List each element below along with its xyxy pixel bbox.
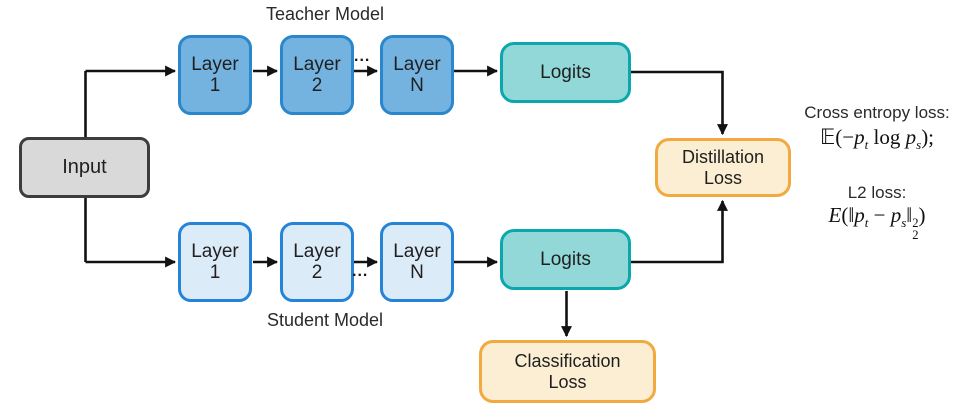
student-layer-n-word: Layer <box>393 240 441 262</box>
formula-text: − <box>868 203 891 227</box>
teacher-layer-2-num: 2 <box>311 75 323 96</box>
formula-sup: 2 <box>912 215 919 230</box>
distillation-loss-node: Distillation Loss <box>655 138 791 197</box>
formula-text: ( <box>841 203 849 227</box>
formula-sub: s <box>916 137 922 153</box>
teacher-model-label: Teacher Model <box>265 4 385 24</box>
formula-text: (− <box>835 125 855 149</box>
formula-text: E <box>828 203 842 227</box>
student-logits-label: Logits <box>540 248 591 270</box>
input-node: Input <box>19 137 150 198</box>
teacher-layer-n: Layer N <box>380 35 454 115</box>
formula-sub: 2 <box>912 228 919 243</box>
teacher-logits-label: Logits <box>540 61 591 83</box>
norm-bars: ‖ <box>906 203 913 227</box>
teacher-layer-n-num: N <box>410 75 424 96</box>
teacher-layer-2: Layer 2 <box>280 35 354 115</box>
teacher-ellipsis: ... <box>354 48 371 65</box>
l2-loss-label: L2 loss: <box>847 183 907 202</box>
norm-bars: ‖ <box>848 203 855 227</box>
student-layer-2: Layer 2 <box>280 222 354 302</box>
distillation-loss-word2: Loss <box>703 167 743 188</box>
arrow-student-logits-to-distillation <box>631 199 728 264</box>
teacher-logits-node: Logits <box>500 42 631 103</box>
input-label: Input <box>62 156 107 179</box>
student-layer-n: Layer N <box>380 222 454 302</box>
student-logits-node: Logits <box>500 229 631 290</box>
cross-entropy-formula: 𝔼(−pt log ps); <box>780 125 974 153</box>
teacher-layer-1: Layer 1 <box>178 35 252 115</box>
student-ellipsis: ... <box>352 263 369 280</box>
formula-sub: s <box>901 215 907 231</box>
teacher-layer-1-word: Layer <box>191 53 239 75</box>
formula-text: p <box>905 125 917 149</box>
student-layer-1: Layer 1 <box>178 222 252 302</box>
teacher-layer-1-num: 1 <box>209 75 221 96</box>
cross-entropy-loss-label: Cross entropy loss: <box>804 103 950 122</box>
student-layer-1-word: Layer <box>191 240 239 262</box>
student-layer-2-word: Layer <box>293 240 341 262</box>
student-model-label: Student Model <box>266 310 384 330</box>
formula-text: p <box>854 125 865 149</box>
formula-text: ); <box>921 125 935 149</box>
classification-loss-word2: Loss <box>548 371 587 392</box>
formula-text: ) <box>918 203 926 227</box>
teacher-layer-n-word: Layer <box>393 53 441 75</box>
formula-sub: t <box>864 137 869 153</box>
student-layer-2-num: 2 <box>311 262 323 283</box>
formula-text: log <box>868 125 906 149</box>
distillation-loss-word1: Distillation <box>681 147 765 168</box>
classification-loss-word1: Classification <box>514 351 621 372</box>
formula-text: p <box>854 203 865 227</box>
arrow-teacher-logits-to-distillation <box>631 70 728 136</box>
student-layer-n-num: N <box>410 262 424 283</box>
blackboard-e: 𝔼 <box>819 125 836 149</box>
student-layer-1-num: 1 <box>209 262 221 283</box>
formula-sub: t <box>864 215 869 231</box>
classification-loss-node: Classification Loss <box>479 340 656 403</box>
formula-text: p <box>890 203 902 227</box>
teacher-layer-2-word: Layer <box>293 53 341 75</box>
